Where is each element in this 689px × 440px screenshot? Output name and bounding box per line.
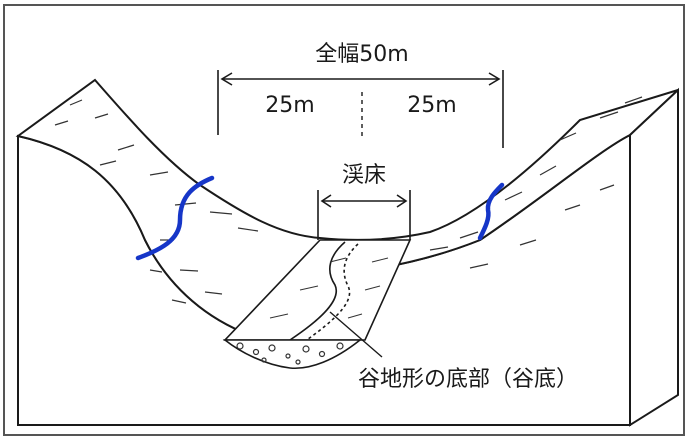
- right-boundary-marker: [477, 182, 505, 241]
- gravel-dots: [236, 342, 344, 365]
- left-half-label: 25m: [265, 93, 314, 118]
- streambed-strip: [223, 239, 412, 341]
- streambed-label: 渓床: [342, 163, 386, 188]
- left-boundary-marker: [135, 175, 215, 261]
- full-width-label: 全幅50m: [315, 42, 408, 67]
- valley-bottom-label: 谷地形の底部（谷底）: [358, 367, 578, 392]
- streambed-arrow: [320, 194, 408, 208]
- valley-bottom-leader: [329, 311, 383, 358]
- top-surface: [15, 78, 679, 337]
- full-width-arrow: [220, 72, 501, 86]
- streambed-hatching: [269, 257, 389, 319]
- stream-channel-inner: [303, 243, 359, 343]
- diagram-frame: [3, 4, 685, 436]
- right-half-label: 25m: [407, 93, 456, 118]
- valley-bottom-deposit: [222, 339, 363, 370]
- stream-channel-outer: [289, 241, 346, 341]
- slope-hatching: [54, 96, 643, 304]
- right-side-face: [629, 87, 679, 427]
